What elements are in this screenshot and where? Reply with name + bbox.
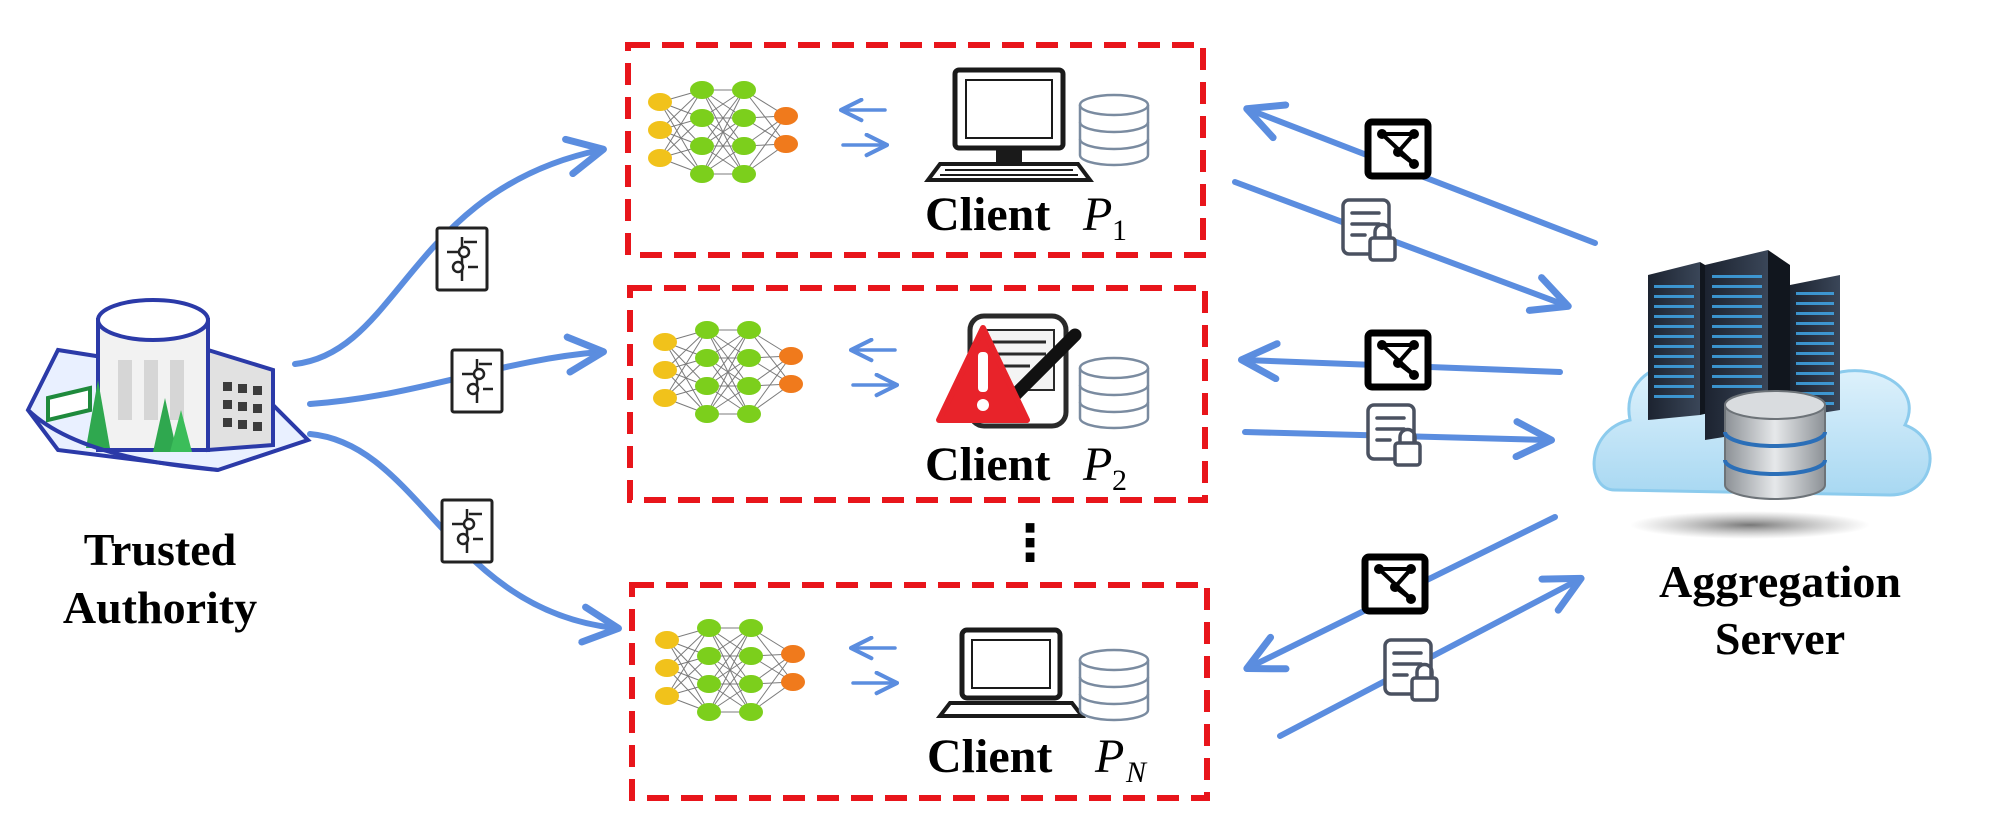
client-box-1 <box>625 42 1206 258</box>
neuron-node <box>737 349 761 367</box>
database-icon <box>1078 356 1150 430</box>
neuron-node <box>739 619 763 637</box>
client-word: Client <box>925 438 1050 491</box>
client-subscript: N <box>1125 756 1148 789</box>
client-word: Client <box>925 188 1050 241</box>
neuron-node <box>697 675 721 693</box>
neuron-node <box>737 377 761 395</box>
trusted-authority-label-1: Trusted <box>84 524 237 575</box>
neuron-node <box>695 321 719 339</box>
neuron-node <box>739 647 763 665</box>
neuron-node <box>648 93 672 111</box>
client-subscript: 2 <box>1112 464 1127 497</box>
model-graph-icon <box>1368 122 1428 176</box>
office-building-icon <box>25 298 312 473</box>
neuron-node <box>690 81 714 99</box>
neuron-node <box>648 121 672 139</box>
neuron-node <box>774 135 798 153</box>
neuron-node <box>732 109 756 127</box>
neuron-node <box>690 137 714 155</box>
neuron-node <box>737 405 761 423</box>
model-graph-icon <box>1365 557 1425 611</box>
neuron-node <box>781 673 805 691</box>
client-box-n <box>629 582 1210 801</box>
neuron-node <box>695 349 719 367</box>
client-1-arrow-to-server <box>1232 179 1572 314</box>
sliders-config-icon <box>435 226 489 292</box>
trusted-authority-label-2: Authority <box>63 582 257 633</box>
database-icon <box>1078 93 1150 167</box>
neural-network-icon <box>655 619 805 721</box>
neuron-node <box>779 375 803 393</box>
svg-text:Client: Client <box>925 188 1050 241</box>
database-icon <box>1078 648 1150 722</box>
aggregation-server-label-2: Server <box>1715 613 1845 664</box>
neuron-node <box>732 165 756 183</box>
client-word: Client <box>927 730 1052 783</box>
neuron-node <box>695 405 719 423</box>
ta-arrow-to-client-1 <box>292 135 607 367</box>
neuron-node <box>690 109 714 127</box>
clients-ellipsis: ⋮ <box>1005 514 1055 572</box>
neuron-node <box>739 703 763 721</box>
svg-text:Client: Client <box>925 438 1050 491</box>
neuron-node <box>739 675 763 693</box>
neuron-node <box>774 107 798 125</box>
neuron-node <box>732 137 756 155</box>
model-graph-icon <box>1368 333 1428 387</box>
neuron-node <box>697 619 721 637</box>
svg-text:Client: Client <box>927 730 1052 783</box>
warning-icon <box>936 325 1030 423</box>
client-box-2 <box>627 285 1208 503</box>
desktop-computer-icon <box>924 67 1094 182</box>
aggregation-server-label-1: Aggregation <box>1659 556 1901 607</box>
laptop-icon <box>935 627 1087 718</box>
neuron-node <box>653 333 677 351</box>
client-label-n: Client P N <box>927 730 1148 789</box>
client-label-2: Client P 2 <box>925 438 1127 497</box>
locked-document-icon <box>1341 198 1397 262</box>
neuron-node <box>648 149 672 167</box>
client-label-1: Client P 1 <box>925 188 1127 247</box>
locked-document-icon <box>1383 638 1439 702</box>
neural-network-icon <box>653 321 803 423</box>
neural-network-icon <box>648 81 798 183</box>
neuron-node <box>655 631 679 649</box>
neuron-node <box>655 687 679 705</box>
neuron-node <box>695 377 719 395</box>
client-symbol: P <box>1082 438 1112 491</box>
neuron-node <box>732 81 756 99</box>
cloud-server-icon <box>1592 250 1932 539</box>
sliders-config-icon <box>450 348 504 414</box>
neuron-node <box>653 361 677 379</box>
neuron-node <box>779 347 803 365</box>
neuron-node <box>781 645 805 663</box>
neuron-node <box>697 647 721 665</box>
locked-document-icon <box>1366 403 1422 467</box>
client-symbol: P <box>1094 730 1124 783</box>
neuron-node <box>653 389 677 407</box>
neuron-node <box>737 321 761 339</box>
client-subscript: 1 <box>1112 214 1127 247</box>
neuron-node <box>690 165 714 183</box>
neuron-node <box>655 659 679 677</box>
client-symbol: P <box>1082 188 1112 241</box>
neuron-node <box>697 703 721 721</box>
sliders-config-icon <box>440 498 494 564</box>
